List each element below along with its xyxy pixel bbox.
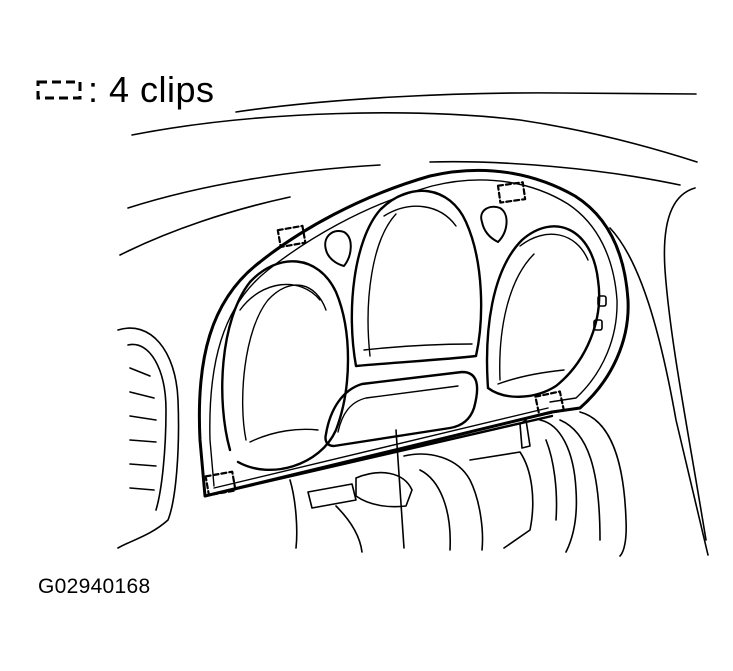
indicator-openings <box>325 207 506 266</box>
right-gauge-floor <box>498 370 564 384</box>
bezel-lower-edge <box>205 408 552 496</box>
housing-small-tab <box>520 420 530 448</box>
right-teardrop-opening <box>481 207 506 242</box>
bezel-bottom-edge <box>205 416 552 496</box>
clip-bottom-right <box>535 391 563 415</box>
center-gauge-floor <box>364 344 472 350</box>
boss-upper <box>598 296 606 306</box>
cluster-rear-housing <box>290 420 576 552</box>
bezel-bottom-lip <box>214 408 548 488</box>
housing-left-strut <box>290 480 297 548</box>
center-gauge-hood <box>384 206 456 226</box>
vent-slat-4 <box>130 440 156 442</box>
housing-cable-2 <box>420 470 450 550</box>
center-gauge-opening <box>352 191 481 366</box>
dash-third-line-right <box>430 162 680 185</box>
left-gauge-outer <box>222 261 348 470</box>
console-curve-outer <box>580 412 626 556</box>
dash-right-edge-outer <box>664 188 706 540</box>
right-console-lines <box>560 412 626 556</box>
housing-connector-mid <box>356 473 412 507</box>
right-gauge-outer <box>487 226 599 396</box>
bezel-outline <box>199 170 628 496</box>
dash-top-line <box>236 93 696 112</box>
vent-slat-3 <box>130 416 156 420</box>
left-gauge-opening <box>222 261 348 470</box>
housing-cable-3 <box>336 506 362 552</box>
housing-connector-left <box>308 484 356 508</box>
right-gauge-hood <box>520 234 588 260</box>
vent-slat-6 <box>130 488 154 490</box>
dash-left-curve <box>120 197 290 255</box>
legend-label: : 4 clips <box>88 69 215 110</box>
vent-slat-1 <box>130 368 150 376</box>
left-gauge-floor <box>250 429 318 442</box>
vent-inner-frame <box>128 344 166 510</box>
housing-right-bracket <box>540 420 576 552</box>
left-air-vent <box>118 328 179 548</box>
vent-slat-5 <box>130 464 156 466</box>
clips <box>206 182 564 495</box>
boss-lower <box>594 320 602 330</box>
lower-dash-line <box>396 430 404 548</box>
housing-cable-1 <box>404 454 483 550</box>
vent-slat-2 <box>130 392 154 398</box>
clip-bottom-left <box>206 472 236 495</box>
dash-third-line <box>128 165 380 208</box>
dash-second-line <box>132 113 697 162</box>
right-gauge-inner <box>500 254 534 380</box>
display-window-outer <box>325 372 477 446</box>
vent-outer-frame <box>118 328 179 548</box>
right-gauge-opening <box>487 226 599 396</box>
screw-bosses <box>594 296 606 330</box>
figure-code: G02940168 <box>38 575 151 598</box>
center-gauge-inner <box>368 214 396 356</box>
center-gauge-outer <box>352 191 481 366</box>
dash-right-edge-inner <box>610 228 708 555</box>
clip-legend-icon <box>36 80 82 100</box>
clip-top-left <box>278 226 306 247</box>
console-curve-inner <box>560 420 600 540</box>
dashboard-contour-lines <box>120 93 708 555</box>
clip-top-right <box>498 182 525 202</box>
housing-right-block <box>470 452 533 548</box>
left-teardrop-opening <box>325 231 351 266</box>
left-gauge-inner <box>243 285 326 440</box>
lower-display-window <box>325 372 477 446</box>
left-gauge-hood <box>240 284 320 310</box>
display-window-inner <box>338 386 458 432</box>
housing-right-bracket-inner <box>546 440 557 520</box>
legend: : 4 clips <box>36 68 215 112</box>
